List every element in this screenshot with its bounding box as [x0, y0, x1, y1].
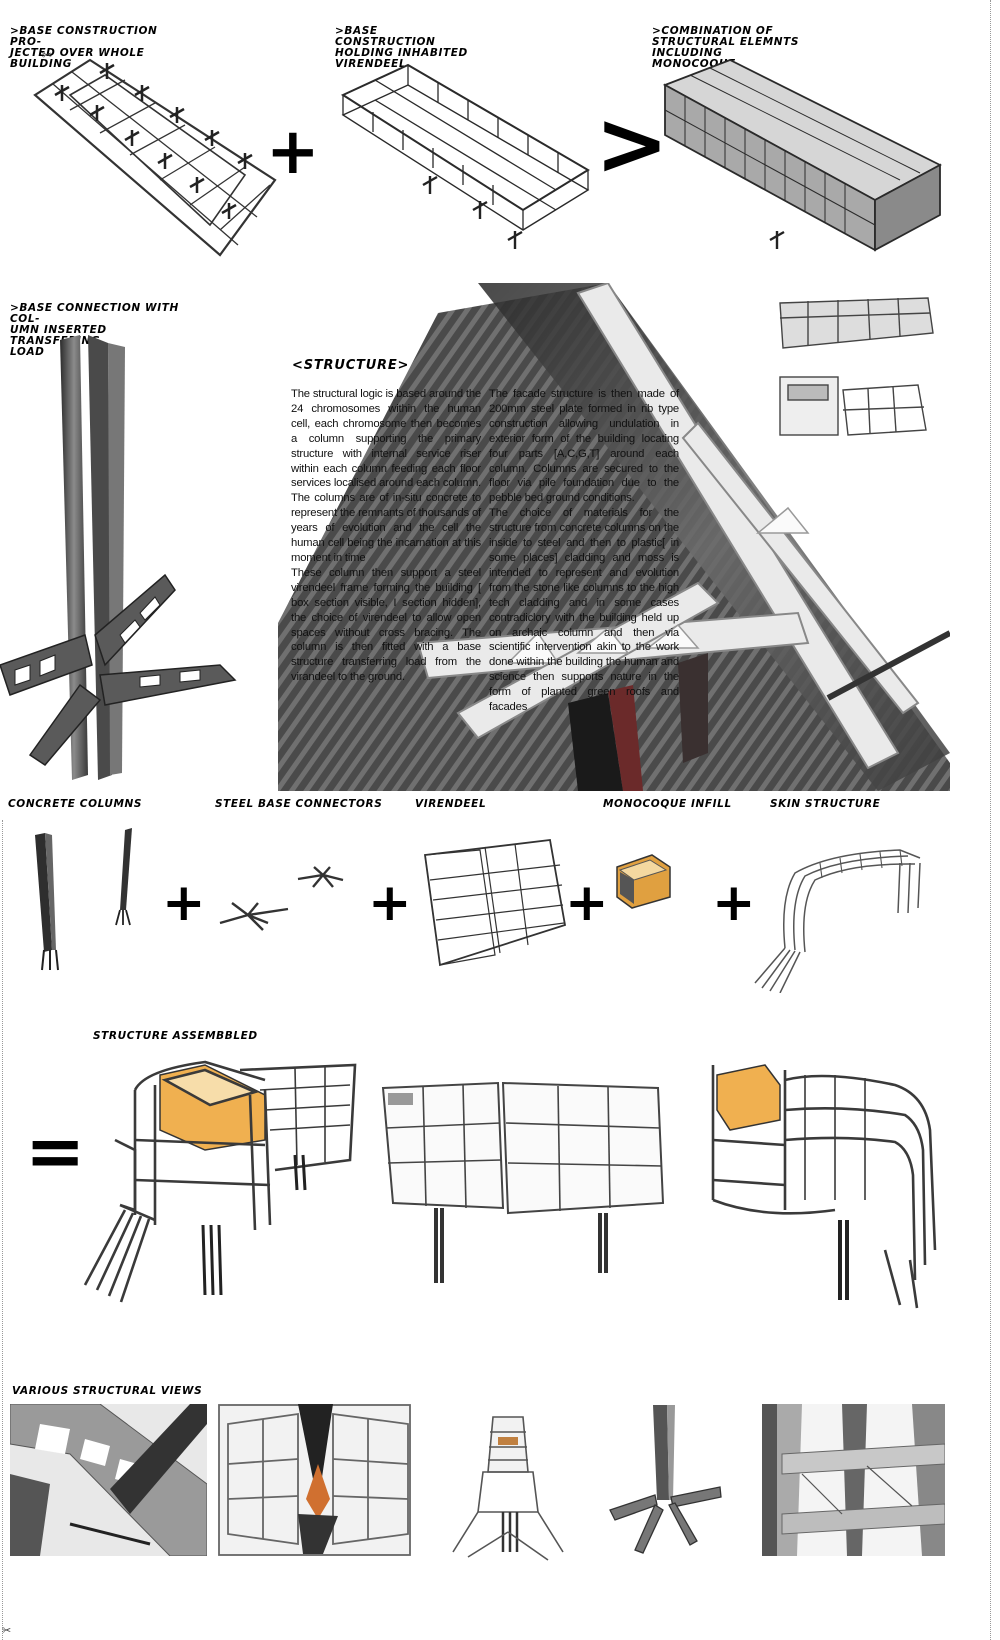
- plus-sign-2: +: [368, 873, 412, 933]
- plus-sign-3: +: [565, 873, 609, 933]
- figure-view-5: [762, 1404, 945, 1556]
- label-base-construction-projected: >BASE CONSTRUCTION PRO- JECTED OVER WHOL…: [10, 25, 158, 70]
- left-margin-dots: [2, 820, 3, 1640]
- figure-steel-base-connectors: [218, 865, 353, 935]
- figure-thumbnail-frame-1: [778, 293, 936, 355]
- figure-view-3: [448, 1412, 568, 1562]
- figure-virendeel-frame: [420, 835, 570, 970]
- figure-combination-monocoque: [660, 55, 945, 260]
- structure-heading: <STRUCTURE>: [292, 358, 410, 373]
- figure-thumbnail-frame-2: [778, 375, 928, 440]
- plus-sign-1: +: [162, 873, 206, 933]
- figure-virendeel-on-base: [338, 60, 593, 260]
- figure-assembled-view-2: [378, 1078, 668, 1288]
- figure-view-4: [605, 1405, 723, 1557]
- figure-monocoque-infill: [612, 852, 674, 910]
- label-various-structural-views: VARIOUS STRUCTURAL VIEWS: [12, 1385, 203, 1397]
- label-base-construction-holding: >BASE CONSTRUCTION HOLDING INHABITED VIR…: [335, 25, 468, 70]
- right-margin-dots: [990, 0, 991, 1640]
- structure-paragraph-right: The facade structure is then made of 200…: [489, 388, 679, 714]
- equals-sign: =: [25, 1109, 86, 1193]
- figure-concrete-columns: [30, 825, 150, 975]
- figure-column-with-base: [0, 335, 275, 785]
- label-combination-structural: >COMBINATION OF STRUCTURAL ELEMNTS INCLU…: [652, 25, 800, 70]
- figure-structure-perspective-render: [278, 283, 950, 791]
- scissors-icon-bottom: ✂: [2, 1625, 12, 1637]
- label-monocoque-infill: MONOCOQUE INFILL: [603, 798, 732, 810]
- figure-base-construction-grid: [30, 55, 280, 260]
- scissors-icon: ✂: [42, 48, 53, 62]
- figure-assembled-view-3: [705, 1050, 940, 1310]
- plus-sign-top: +: [266, 115, 320, 189]
- figure-skin-structure: [750, 838, 925, 993]
- label-base-connection: >BASE CONNECTION WITH COL- UMN INSERTED …: [10, 302, 179, 358]
- plus-sign-4: +: [712, 873, 756, 933]
- greater-than-sign: >: [595, 92, 669, 195]
- figure-view-1: [10, 1404, 207, 1556]
- label-steel-base-connectors: STEEL BASE CONNECTORS: [215, 798, 383, 810]
- figure-assembled-view-1: [75, 1050, 360, 1305]
- structure-paragraph-left: The structural logic is based around the…: [291, 388, 481, 684]
- label-skin-structure: SKIN STRUCTURE: [770, 798, 881, 810]
- label-virendeel: VIRENDEEL: [415, 798, 487, 810]
- figure-view-2: [218, 1404, 411, 1556]
- label-concrete-columns: CONCRETE COLUMNS: [8, 798, 143, 810]
- label-structure-assembled: STRUCTURE ASSEMBBLED: [93, 1030, 258, 1042]
